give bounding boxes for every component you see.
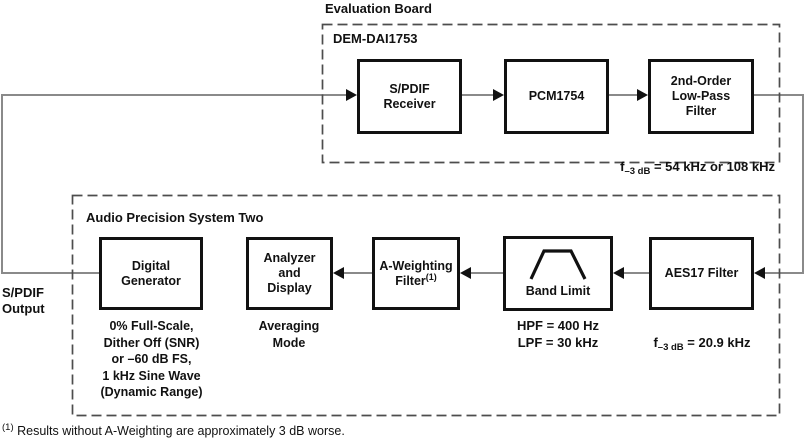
- evaluation-board-dashed-border: [321, 23, 781, 164]
- block-low-pass-filter: 2nd-Order Low-Pass Filter: [648, 59, 754, 134]
- aes17-cutoff-note: f–3 dB = 20.9 kHz: [622, 318, 782, 356]
- block-label: Digital Generator: [121, 258, 181, 288]
- arrowhead-into-spdif-receiver: [346, 89, 357, 101]
- f-subscript: –3 dB: [657, 341, 684, 353]
- block-a-weighting-filter: A-Weighting Filter(1): [372, 237, 460, 310]
- arrowhead-into-band-limit: [613, 267, 624, 279]
- cutoff-value: = 20.9 kHz: [683, 334, 751, 350]
- analyzer-mode-caption: Averaging Mode: [258, 319, 320, 350]
- block-label: S/PDIF Receiver: [383, 81, 436, 111]
- footnote: (1) Results without A-Weighting are appr…: [2, 422, 345, 438]
- block-spdif-receiver: S/PDIF Receiver: [357, 59, 462, 134]
- wire-lpf-to-aes17: [754, 94, 804, 274]
- filter-word: Filter: [395, 273, 426, 288]
- block-label: PCM1754: [528, 89, 585, 103]
- bandpass-response-icon: [529, 249, 587, 280]
- block-label-line1: A-Weighting: [379, 258, 453, 273]
- band-limit-settings: HPF = 400 Hz LPF = 30 kHz: [516, 318, 599, 350]
- audio-precision-title: Audio Precision System Two: [86, 210, 264, 225]
- block-label: Band Limit: [525, 284, 591, 298]
- footnote-marker: (1): [425, 271, 437, 282]
- arrowhead-into-analyzer: [333, 267, 344, 279]
- f-symbol: f: [620, 158, 625, 174]
- arrowhead-into-a-weighting: [460, 267, 471, 279]
- arrowhead-into-lpf: [637, 89, 648, 101]
- evaluation-board-title: Evaluation Board: [325, 1, 432, 16]
- footnote-marker: (1): [2, 422, 14, 433]
- block-label: 2nd-Order Low-Pass Filter: [670, 74, 732, 118]
- arrowhead-into-aes17: [754, 267, 765, 279]
- block-digital-generator: Digital Generator: [99, 237, 203, 310]
- f-symbol: f: [653, 334, 658, 350]
- block-aes17-filter: AES17 Filter: [649, 237, 754, 310]
- block-analyzer-display: Analyzer and Display: [246, 237, 333, 310]
- audio-precision-dashed-border: [71, 194, 781, 417]
- block-label: AES17 Filter: [664, 266, 739, 280]
- block-label: Analyzer and Display: [263, 251, 316, 295]
- digital-generator-settings: 0% Full-Scale, Dither Off (SNR) or –60 d…: [100, 319, 203, 399]
- dem-dai1753-label: DEM-DAI1753: [333, 31, 418, 46]
- lpf-cutoff-note: f–3 dB = 54 kHz or 108 kHz: [515, 142, 775, 180]
- footnote-text: Results without A-Weighting are approxim…: [13, 424, 345, 439]
- f-subscript: –3 dB: [624, 165, 651, 177]
- block-band-limit: Band Limit: [503, 236, 613, 311]
- cutoff-value: = 54 kHz or 108 kHz: [650, 158, 775, 174]
- block-label-line2: Filter(1): [395, 271, 437, 289]
- wire-generator-to-receiver: [1, 94, 346, 274]
- block-pcm1754: PCM1754: [504, 59, 609, 134]
- arrowhead-into-pcm1754: [493, 89, 504, 101]
- spdif-output-label: S/PDIF Output: [2, 285, 45, 316]
